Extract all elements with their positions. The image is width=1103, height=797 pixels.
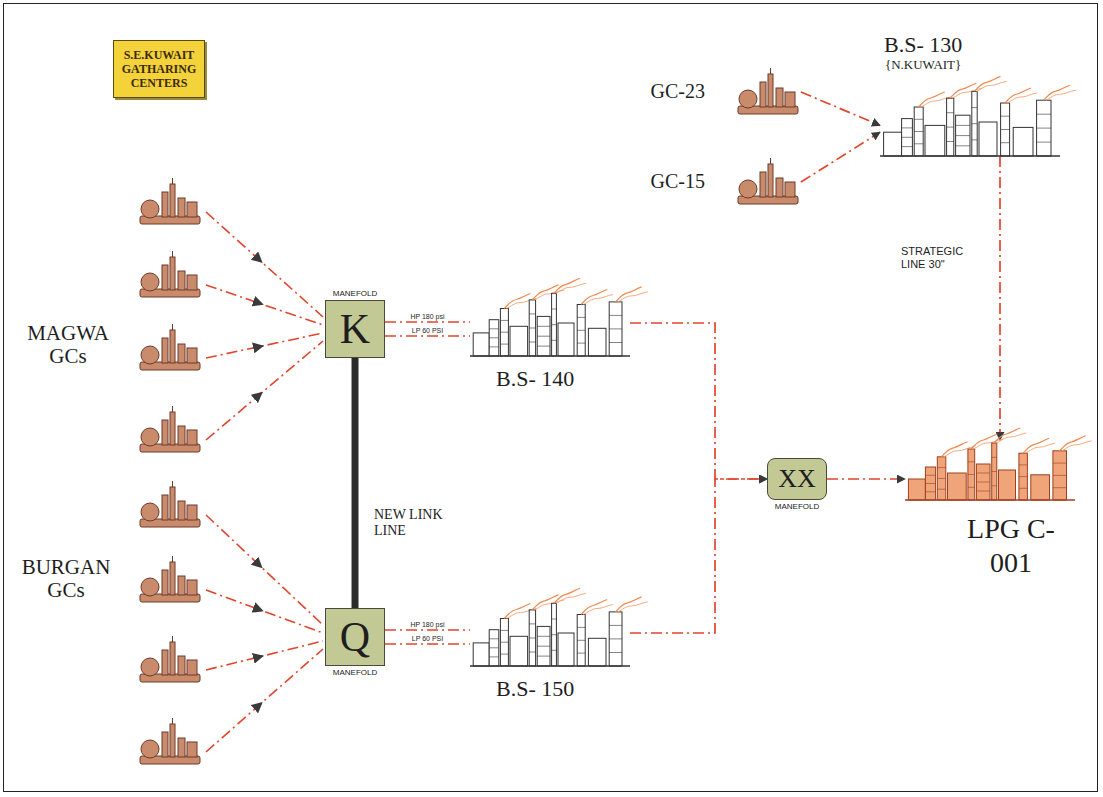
pipeline [999, 156, 1001, 440]
pipeline [630, 479, 767, 633]
manifold-box: QMANEFOLD [325, 608, 385, 666]
booster-station: B.S- 150 [470, 600, 630, 666]
line-label: HP 180 psi [409, 621, 445, 629]
plant-drawing [905, 440, 1075, 500]
line-label: LP 60 PSI [411, 635, 444, 643]
station-heading: B.S- 130{N.KUWAIT} [884, 33, 962, 72]
pipeline [385, 321, 470, 322]
gc-name: GC-23 [651, 80, 705, 103]
gathering-center: GC-23 [735, 70, 801, 114]
manifold-letter: Q [340, 613, 370, 661]
gc-name: GC-15 [651, 170, 705, 193]
manifold-caption: MANEFOLD [333, 668, 377, 677]
group-label: BURGAN GCs [12, 556, 120, 602]
manifold-box: MANEFOLDK [325, 300, 385, 358]
station-name: B.S- 130 [884, 33, 962, 57]
station-region: {N.KUWAIT} [884, 57, 962, 72]
group-label: MAGWA GCs [18, 322, 118, 368]
pipeline [385, 335, 470, 336]
pipeline [801, 92, 880, 125]
pipeline [801, 132, 880, 182]
manifold-box: XXMANEFOLD [767, 458, 827, 500]
station-name: B.S- 150 [496, 676, 574, 702]
pipeline [827, 478, 905, 480]
station-name: B.S- 140 [496, 366, 574, 392]
title-box: S.E.KUWAIT GATHARING CENTERS [113, 40, 205, 98]
gc-icon [735, 70, 801, 114]
plant-drawing [470, 600, 630, 666]
manifold-caption: MANEFOLD [775, 502, 819, 511]
gc-icon [735, 160, 801, 204]
manifold-letter: XX [778, 464, 816, 494]
booster-station: LPG C-001 [905, 440, 1075, 500]
pipeline [630, 323, 767, 479]
manifold-letter: K [340, 305, 370, 353]
pipeline [385, 643, 470, 644]
plant-drawing [880, 88, 1060, 156]
link-line [352, 358, 359, 608]
gathering-center: GC-15 [735, 160, 801, 204]
booster-station: B.S- 140 [470, 290, 630, 356]
line-label: LP 60 PSI [411, 327, 444, 335]
line-label: NEW LINK LINE [373, 507, 475, 539]
plant-drawing [470, 290, 630, 356]
line-label: STRATEGIC LINE 30" [900, 245, 986, 271]
booster-station: B.S- 130{N.KUWAIT} [880, 88, 1060, 156]
plant-name: LPG C-001 [950, 512, 1072, 580]
line-label: HP 180 psi [409, 313, 445, 321]
pipeline [385, 629, 470, 630]
manifold-caption: MANEFOLD [333, 289, 377, 298]
